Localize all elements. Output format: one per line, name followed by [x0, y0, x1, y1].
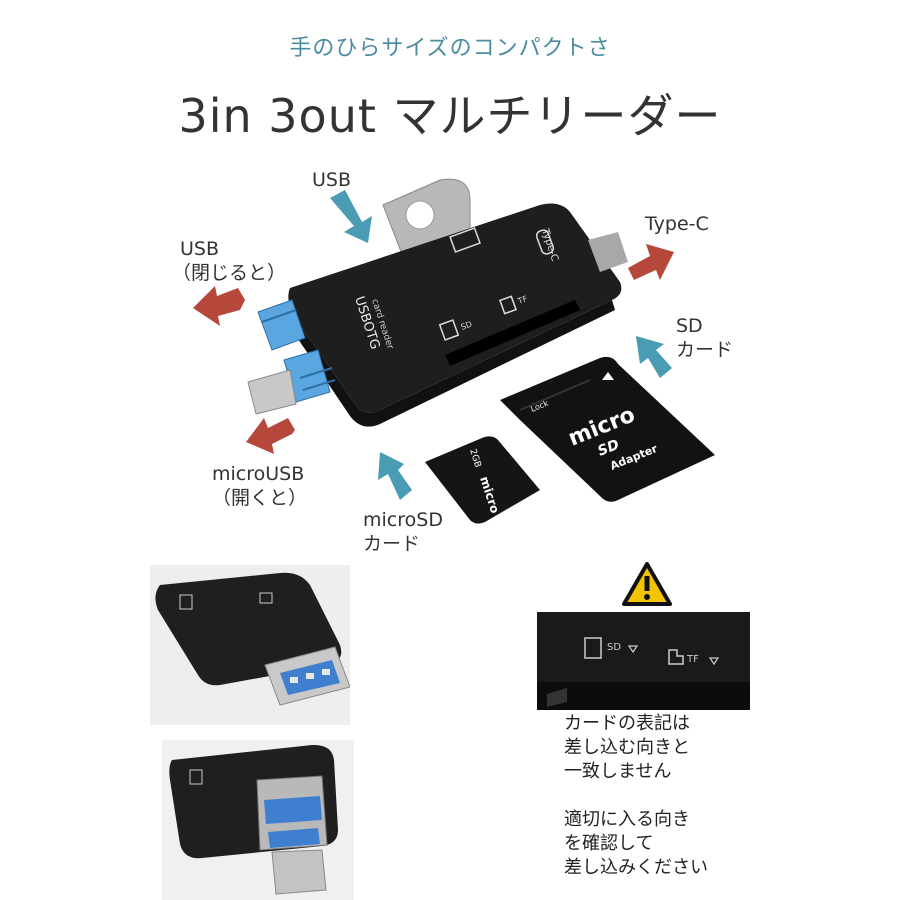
arrow-sd-in-icon: [636, 336, 672, 378]
callout-usb-left-line2: （閉じると）: [172, 262, 287, 284]
arrow-usb-out-icon: [193, 286, 245, 326]
arrow-usb-in-icon: [330, 190, 372, 243]
warning-gap: [564, 784, 708, 808]
warning-line-5: を確認して: [564, 833, 654, 854]
callout-microusb-line2: （開くと）: [212, 487, 308, 509]
callout-usb-top: USB: [312, 169, 352, 191]
sd-card-adapter: [500, 356, 715, 502]
warning-line-3: 一致しません: [564, 761, 672, 782]
warning-line-2: 差し込む向きと: [564, 737, 690, 758]
card-reader-device: [288, 203, 628, 427]
warning-line-6: 差し込みください: [564, 857, 708, 878]
closeup-sd-label: SD: [607, 642, 622, 653]
callout-typec: Type-C: [645, 213, 709, 235]
arrow-typec-out-icon: [628, 244, 674, 280]
warning-triangle-icon: [622, 562, 672, 606]
callout-microsd-line1: microSD: [363, 509, 443, 531]
photo-microusb-open: [162, 740, 354, 900]
photo-slot-closeup: SD TF: [537, 612, 750, 710]
callout-sd: SD カード: [676, 314, 733, 362]
closeup-tf-label: TF: [687, 654, 699, 665]
callout-microusb-line1: microUSB: [212, 463, 305, 485]
sd-adapter-sd: SD: [596, 437, 622, 460]
subtitle: 手のひらサイズのコンパクトさ: [289, 36, 611, 61]
page-title: 3in 3out マルチリーダー: [178, 89, 722, 143]
arrow-microsd-in-icon: [378, 452, 412, 500]
arrow-microusb-out-icon: [246, 418, 295, 454]
callout-sd-line1: SD: [676, 315, 703, 337]
warning-note: カードの表記は 差し込む向きと 一致しません 適切に入る向き を確認して 差し込…: [564, 712, 708, 880]
callout-usb-left: USB （閉じると）: [172, 237, 286, 285]
photo-usb-closed: [150, 565, 350, 725]
device-label-sd: SD: [460, 320, 474, 332]
warning-line-4: 適切に入る向き: [564, 809, 690, 830]
microsd-card: [425, 436, 540, 524]
callout-microsd-line2: カード: [363, 533, 421, 555]
callout-microsd: microSD カード: [363, 508, 443, 556]
callout-microusb: microUSB （開くと）: [212, 462, 307, 510]
warning-line-1: カードの表記は: [564, 713, 690, 734]
callout-usb-left-line1: USB: [180, 238, 220, 260]
callout-sd-line2: カード: [676, 339, 734, 361]
micro-usb-connector: [247, 299, 336, 415]
device-label-tf: TF: [516, 294, 529, 306]
